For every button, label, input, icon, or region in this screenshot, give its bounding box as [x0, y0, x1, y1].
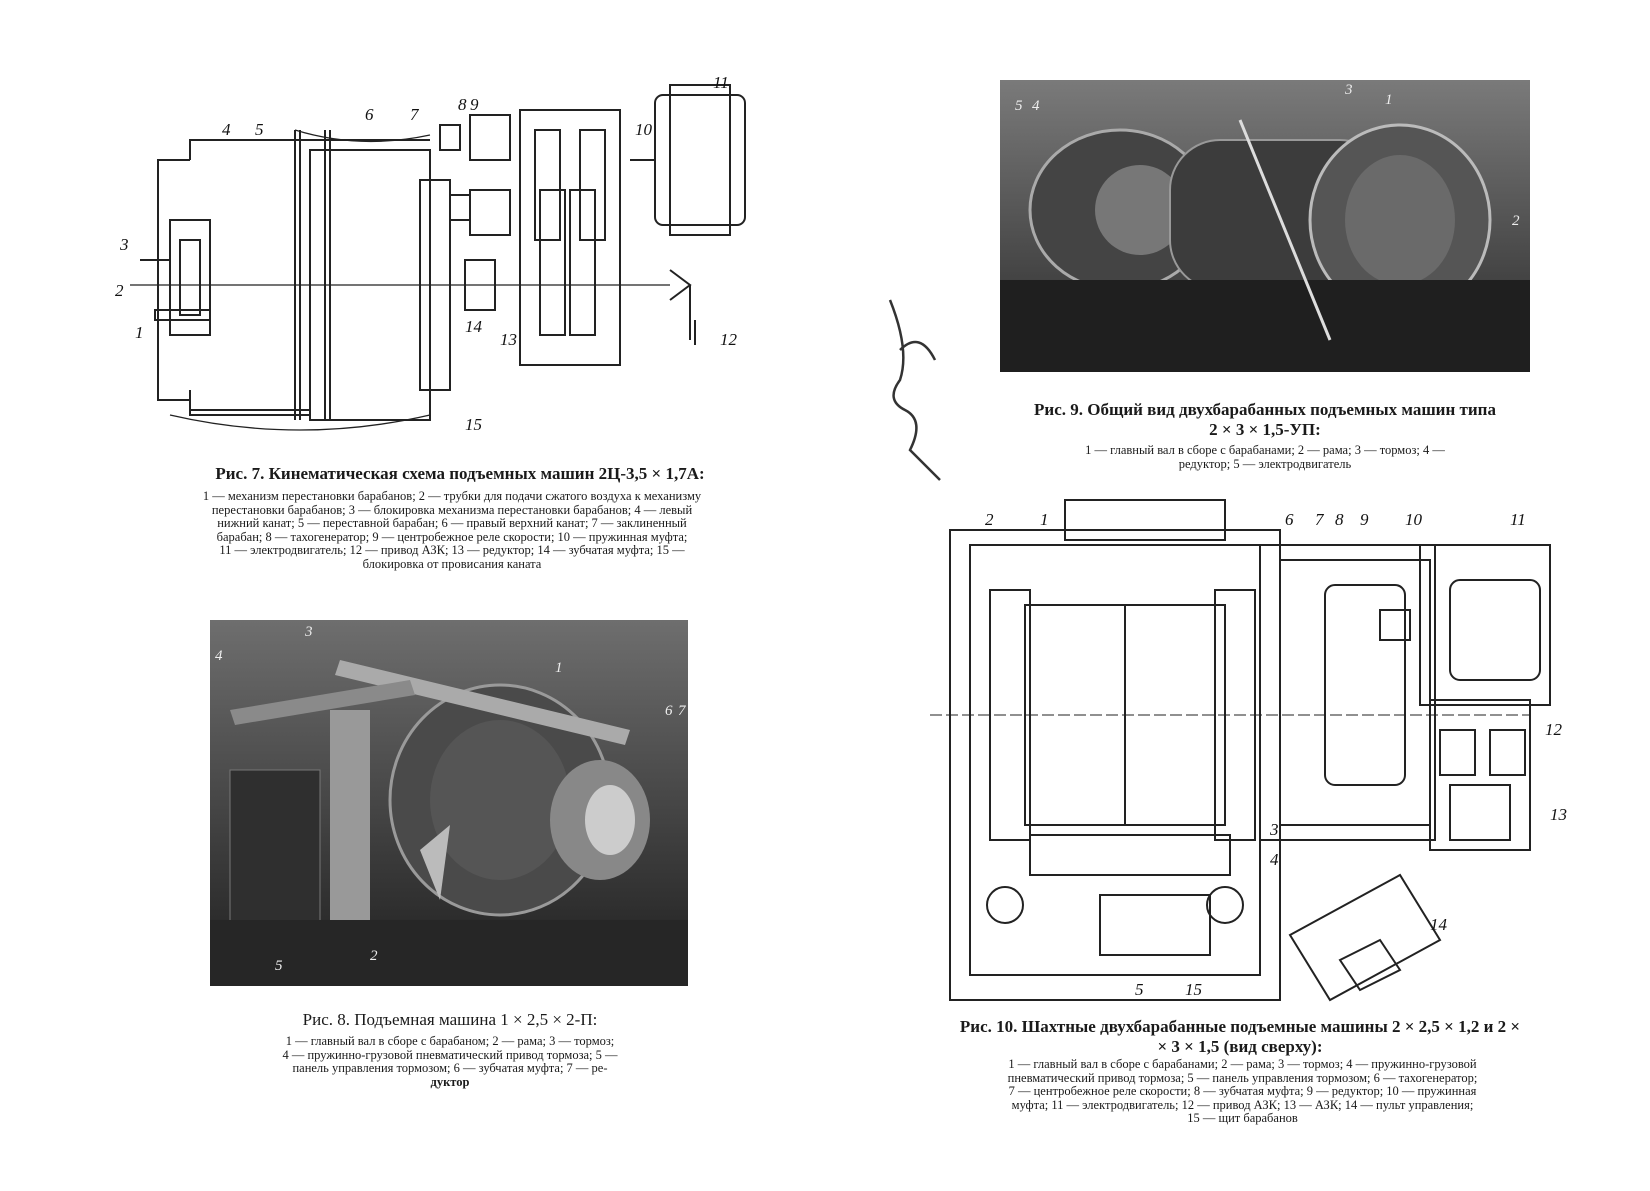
fig10-label-9: 9: [1360, 510, 1369, 529]
fig10-label-6: 6: [1285, 510, 1294, 529]
fig8-legend-line: 4 — пружинно-грузовой пневматический при…: [282, 1047, 618, 1062]
fig9-caption-line1: Рис. 9. Общий вид двухбарабанных подъемн…: [1034, 400, 1496, 419]
fig7-label-1: 1: [135, 323, 144, 342]
fig9-label-4: 4: [1032, 98, 1040, 114]
fig8-label-6: 6: [665, 703, 673, 719]
fig7-legend: 1 — механизм перестановки барабанов; 2 —…: [112, 489, 792, 571]
fig10-label-4: 4: [1270, 850, 1279, 869]
fig8-label-1: 1: [555, 660, 563, 676]
fig10-caption: Рис. 10. Шахтные двухбарабанные подъемны…: [920, 1017, 1560, 1057]
fig7-label-3: 3: [119, 235, 129, 254]
fig7-label-15: 15: [465, 415, 482, 434]
fig7-label-8: 8: [458, 95, 467, 114]
fig8-photo: 1 2 3 4 5 6 7: [210, 620, 688, 986]
fig9-label-3: 3: [1344, 82, 1353, 98]
fig10-label-7: 7: [1315, 510, 1325, 529]
fig10-label-10: 10: [1405, 510, 1423, 529]
fig10-label-13: 13: [1550, 805, 1567, 824]
fig9-label-2: 2: [1512, 213, 1520, 229]
fig10-label-14: 14: [1430, 915, 1448, 934]
fig10-label-12: 12: [1545, 720, 1563, 739]
fig9-photo: 1 2 3 4 5: [1000, 80, 1530, 372]
fig10-label-3: 3: [1269, 820, 1279, 839]
fig8-label-5: 5: [275, 958, 283, 974]
fig8-label-2: 2: [370, 948, 378, 964]
fig8-caption: Рис. 8. Подъемная машина 1 × 2,5 × 2-П:: [302, 1010, 598, 1029]
fig9-caption: Рис. 9. Общий вид двухбарабанных подъемн…: [980, 400, 1550, 440]
fig7-label-10: 10: [635, 120, 653, 139]
fig7-label-7: 7: [410, 105, 420, 124]
fig7-caption: Рис. 7. Кинематическая схема подъемных м…: [215, 464, 705, 483]
handwritten-signature-mark: [888, 299, 941, 481]
fig7-legend-line: барабан; 8 — тахогенератор; 9 — центробе…: [216, 529, 688, 544]
fig8-legend: 1 — главный вал в сборе с барабаном; 2 —…: [215, 1034, 685, 1089]
fig9-legend: 1 — главный вал в сборе с барабанами; 2 …: [1000, 443, 1530, 471]
fig7-label-4: 4: [222, 120, 231, 139]
fig7-legend-line: перестановки барабанов; 3 — блокировка м…: [211, 502, 693, 517]
fig8-legend-line: панель управления тормозом; 6 — зубчатая…: [292, 1061, 608, 1075]
fig7-label-5: 5: [255, 120, 264, 139]
fig10-legend-line: 15 — щит барабанов: [1187, 1111, 1298, 1125]
fig9-label-5: 5: [1015, 98, 1023, 114]
fig8-label-7: 7: [678, 703, 687, 719]
fig10-legend-line: пневматический привод тормоза; 5 — панел…: [1007, 1070, 1478, 1085]
fig7-label-2: 2: [115, 281, 124, 300]
fig9-legend-line: редуктор; 5 — электродвигатель: [1178, 456, 1352, 471]
fig9-caption-line2: 2 × 3 × 1,5-УП:: [1209, 420, 1321, 439]
fig7-label-12: 12: [720, 330, 738, 349]
fig10-legend-line: 7 — центробежное реле скорости; 8 — зубч…: [1008, 1084, 1477, 1098]
fig10-label-11: 11: [1510, 510, 1526, 529]
fig7-label-13: 13: [500, 330, 517, 349]
fig10-caption-line2: × 3 × 1,5 (вид сверху):: [1157, 1037, 1323, 1056]
fig7-label-11: 11: [713, 73, 729, 92]
fig10-legend: 1 — главный вал в сборе с барабанами; 2 …: [925, 1057, 1560, 1126]
fig7-label-6: 6: [365, 105, 374, 124]
fig9-label-1: 1: [1385, 92, 1393, 108]
fig8-legend-line: 1 — главный вал в сборе с барабаном; 2 —…: [285, 1034, 615, 1048]
fig10-legend-line: 1 — главный вал в сборе с барабанами; 2 …: [1008, 1057, 1477, 1071]
fig9-legend-line: 1 — главный вал в сборе с барабанами; 2 …: [1085, 443, 1445, 457]
fig10-label-8: 8: [1335, 510, 1344, 529]
fig7-label-14: 14: [465, 317, 483, 336]
fig10-label-15: 15: [1185, 980, 1202, 999]
fig10-label-5: 5: [1135, 980, 1144, 999]
fig7-label-9: 9: [470, 95, 479, 114]
fig10-label-2: 2: [985, 510, 994, 529]
fig8-label-4: 4: [215, 648, 223, 664]
fig7-legend-line: 1 — механизм перестановки барабанов; 2 —…: [202, 489, 702, 503]
fig8-label-3: 3: [304, 624, 313, 640]
fig7-kinematic-diagram: 1 2 3 4 5 6 7 8 9 10 11 12 13 14 15: [115, 73, 746, 434]
fig8-legend-line: дуктор: [430, 1074, 470, 1089]
fig10-label-1: 1: [1040, 510, 1049, 529]
fig10-top-view-drawing: 1 2 3 4 5 6 7 8 9 10 11 12 13 14 15: [930, 499, 1567, 1002]
fig7-legend-line: блокировка от провисания каната: [362, 556, 542, 571]
fig10-legend-line: муфта; 11 — электродвигатель; 12 — приво…: [1011, 1097, 1474, 1112]
fig7-legend-line: нижний канат; 5 — переставной барабан; 6…: [217, 516, 687, 530]
fig7-legend-line: 11 — электродвигатель; 12 — привод АЗК; …: [219, 543, 685, 557]
fig10-caption-line1: Рис. 10. Шахтные двухбарабанные подъемны…: [959, 1017, 1521, 1036]
